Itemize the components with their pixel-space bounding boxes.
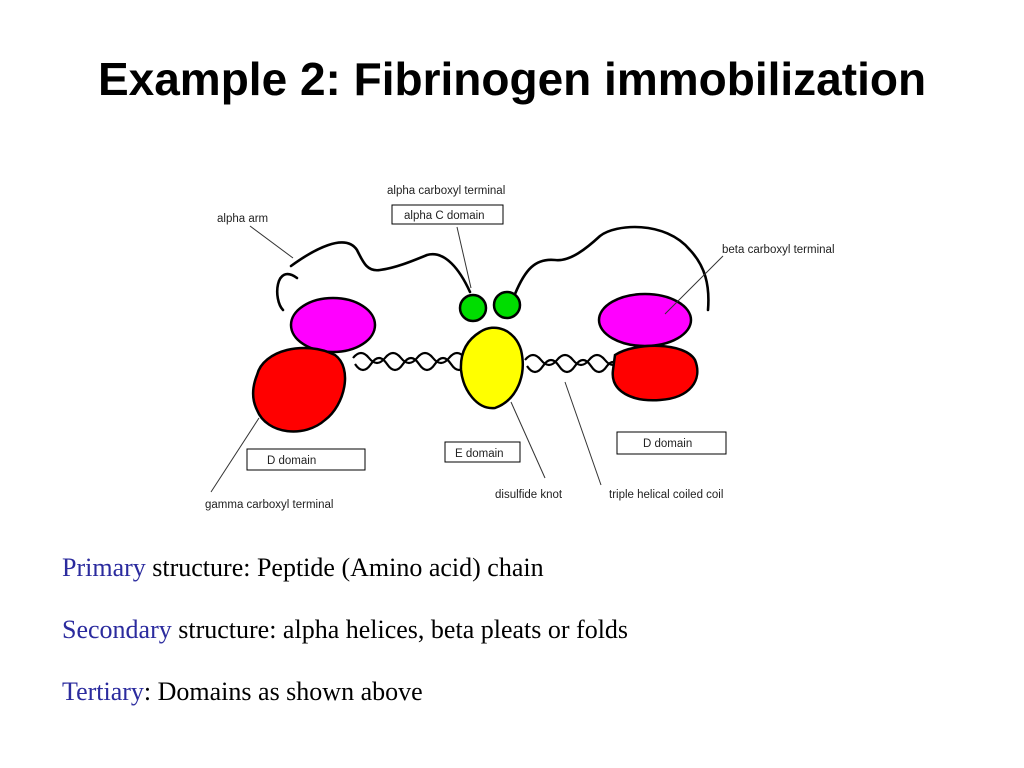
disulfide-knot-leader — [510, 401, 546, 479]
e-domain-box — [444, 441, 521, 463]
yellow-e-domain — [459, 326, 524, 410]
structure-list: Primary structure: Peptide (Amino acid) … — [62, 550, 962, 736]
left-alpha-arm-line — [275, 241, 472, 312]
left-red-domain — [252, 346, 347, 433]
beta-carboxyl-leader — [664, 255, 724, 315]
right-red-domain — [611, 344, 699, 402]
slide-title: Example 2: Fibrinogen immobilization — [97, 53, 927, 105]
label-d-domain-right: D domain — [643, 438, 692, 450]
label-alpha-carboxyl-terminal: alpha carboxyl terminal — [387, 185, 505, 197]
label-gamma-carboxyl-terminal: gamma carboxyl terminal — [205, 499, 333, 511]
label-d-domain-left: D domain — [267, 455, 316, 467]
d-domain-right-box — [616, 431, 727, 455]
d-domain-left-box — [246, 448, 366, 471]
label-disulfide-knot: disulfide knot — [495, 489, 563, 501]
keyword-secondary: Secondary — [62, 615, 172, 644]
structure-line-tertiary: Tertiary: Domains as shown above — [62, 674, 962, 736]
label-e-domain: E domain — [455, 448, 504, 460]
keyword-primary: Primary — [62, 553, 146, 582]
gamma-carboxyl-leader — [210, 417, 260, 493]
label-alpha-c-domain: alpha C domain — [404, 210, 485, 222]
label-triple-helical-coiled-coil: triple helical coiled coil — [609, 489, 723, 501]
text-tertiary: : Domains as shown above — [143, 677, 423, 706]
left-magenta-domain — [289, 296, 377, 354]
left-coiled-coil-strand-2 — [354, 356, 468, 372]
right-beta-arm-line — [513, 225, 710, 312]
green-alpha-c-domain-right — [492, 290, 522, 320]
keyword-tertiary: Tertiary — [62, 677, 144, 706]
fibrinogen-diagram: alpha carboxyl terminal alpha C domain a… — [205, 185, 835, 511]
alpha-c-leader — [456, 226, 472, 289]
text-primary: structure: Peptide (Amino acid) chain — [145, 553, 544, 582]
label-alpha-arm: alpha arm — [217, 213, 268, 225]
label-beta-carboxyl-terminal: beta carboxyl terminal — [722, 244, 835, 256]
structure-line-primary: Primary structure: Peptide (Amino acid) … — [62, 550, 962, 612]
alpha-c-domain-box — [391, 204, 504, 225]
right-coiled-coil — [524, 353, 622, 367]
text-secondary: structure: alpha helices, beta pleats or… — [171, 615, 629, 644]
structure-line-secondary: Secondary structure: alpha helices, beta… — [62, 612, 962, 674]
green-alpha-c-domain-left — [458, 293, 488, 323]
right-coiled-coil-strand-2 — [526, 358, 620, 374]
coiled-coil-leader — [564, 381, 602, 486]
alpha-arm-leader — [249, 225, 294, 259]
